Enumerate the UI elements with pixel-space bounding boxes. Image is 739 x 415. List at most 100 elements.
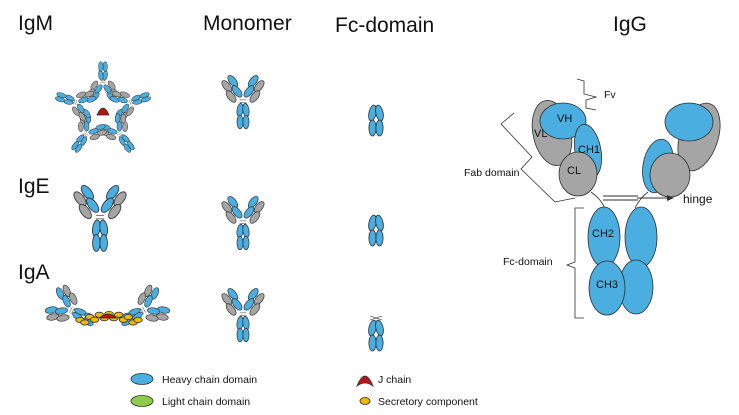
heavy-chain-domain xyxy=(375,119,384,137)
heavy-chain-domain xyxy=(242,235,250,251)
legend-swatches xyxy=(130,373,374,407)
hinge-line xyxy=(128,99,131,105)
igg-vh-label: VH xyxy=(557,113,573,125)
hinge-line xyxy=(69,306,73,313)
light-chain-domain xyxy=(225,303,237,316)
igg-ch3-domain xyxy=(588,260,626,316)
heavy-chain-domain xyxy=(375,334,384,352)
igg-cl-label: CL xyxy=(567,165,582,177)
heavy-chain-domain xyxy=(55,96,66,103)
igg-large-drawing xyxy=(531,100,721,316)
heavy-chain-domain xyxy=(236,235,244,251)
ige-antibody xyxy=(73,185,127,252)
heavy-chain-domain xyxy=(243,206,255,219)
heavy-chain-domain xyxy=(242,327,250,343)
heavy-chain-domain xyxy=(86,197,100,213)
iga-monomer-left xyxy=(44,284,97,326)
light-chain-domain xyxy=(76,91,87,98)
light-chain-domain xyxy=(107,80,116,90)
hinge-arrow-head xyxy=(667,195,674,201)
igg-right-light-lower xyxy=(649,152,691,198)
hinge-line xyxy=(71,308,75,314)
hinge-line xyxy=(118,133,123,137)
hinge-label: hinge xyxy=(683,192,713,206)
heavy-chain-domain xyxy=(121,103,130,113)
igg-cl-domain xyxy=(558,151,598,197)
light-chain-domain xyxy=(119,91,130,98)
heavy-chain-domain xyxy=(116,121,123,132)
heavy-chain-domain xyxy=(243,298,255,311)
fab-domain-label: Fab domain xyxy=(464,167,520,179)
legend-light-chain-swatch xyxy=(130,395,154,407)
heavy-chain-domain xyxy=(236,327,244,343)
ige-drawing xyxy=(73,185,127,252)
fv-label: Fv xyxy=(604,89,616,101)
heavy-chain-domain xyxy=(368,119,377,137)
fc-ige xyxy=(368,214,384,247)
light-chain-domain xyxy=(137,292,146,305)
light-chain-domain xyxy=(225,211,237,224)
heavy-chain-domain xyxy=(231,85,243,98)
legend-j-chain-swatch xyxy=(356,375,374,388)
heading-ige: IgE xyxy=(18,175,50,198)
heading-fc-domain: Fc-domain xyxy=(335,14,435,37)
heavy-chain-domain xyxy=(127,141,135,151)
igg-ch1-label: CH1 xyxy=(578,144,601,156)
igg-hinge-curve xyxy=(634,191,649,209)
fc-igm xyxy=(368,104,384,137)
iga-dimer-drawing xyxy=(44,284,171,326)
heavy-chain-domain xyxy=(375,319,384,337)
hinge-line xyxy=(369,315,383,321)
heavy-chain-domain xyxy=(76,103,85,113)
heading-iga: IgA xyxy=(18,261,50,284)
igg-ch2-domain-right xyxy=(624,206,658,268)
hinge-line xyxy=(142,306,146,313)
secretory-component xyxy=(89,316,100,323)
heavy-chain-domain xyxy=(78,96,89,104)
heavy-chain-domain xyxy=(231,206,243,219)
legend-light-chain-label: Light chain domain xyxy=(162,396,251,408)
light-chain-domain xyxy=(106,133,117,140)
heavy-chain-domain xyxy=(375,214,384,232)
heavy-chain-domain xyxy=(74,143,83,153)
heavy-chain-domain xyxy=(92,234,101,252)
hinge-line xyxy=(73,99,76,105)
legend-j-chain-label: J chain xyxy=(378,374,412,386)
heading-monomer: Monomer xyxy=(203,12,292,35)
monomer-drawings xyxy=(221,75,265,343)
heading-igg: IgG xyxy=(613,13,647,36)
hinge-line xyxy=(117,132,122,136)
heavy-chain-domain xyxy=(117,96,128,104)
light-chain-domain xyxy=(225,90,237,103)
heavy-chain-domain xyxy=(368,334,377,352)
fab-domain-bracket xyxy=(500,112,576,203)
legend-heavy-chain-label: Heavy chain domain xyxy=(162,374,258,386)
hinge-line xyxy=(130,99,133,105)
heavy-chain-domain xyxy=(375,229,384,247)
heavy-chain-domain xyxy=(99,234,108,252)
light-chain-domain xyxy=(145,314,159,322)
heavy-chain-domain xyxy=(62,295,71,308)
monomer-iga xyxy=(221,288,265,343)
heavy-chain-domain xyxy=(243,85,255,98)
j-chain xyxy=(99,313,117,319)
secretory-component xyxy=(113,311,124,318)
igg-hinge-curve xyxy=(590,191,606,209)
hinge-line xyxy=(140,308,144,314)
light-chain-domain xyxy=(122,121,128,132)
igg-right-heavy-upper xyxy=(664,102,714,142)
light-chain-domain xyxy=(249,303,261,316)
igg-annotation-brackets xyxy=(500,78,674,319)
monomer-igm xyxy=(221,75,265,130)
heavy-chain-domain xyxy=(98,61,104,72)
heavy-chain-domain xyxy=(100,197,114,213)
light-chain-domain xyxy=(56,314,70,322)
heavy-chain-domain xyxy=(368,229,377,247)
heavy-chain-domain xyxy=(83,121,90,132)
secretory-component xyxy=(80,319,90,326)
secretory-component xyxy=(133,316,143,323)
fc-domain-drawings xyxy=(368,104,384,352)
light-chain-domain xyxy=(72,106,80,116)
heavy-chain-domain xyxy=(54,307,68,315)
